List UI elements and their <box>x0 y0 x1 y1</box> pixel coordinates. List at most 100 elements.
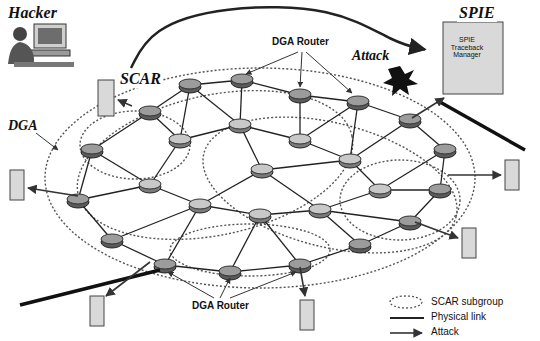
hacker-node: Hacker <box>4 2 88 72</box>
network-drawing <box>347 96 369 106</box>
network-drawing <box>45 68 475 288</box>
network-drawing <box>231 74 253 84</box>
attack-label: Attack <box>350 48 391 63</box>
network-drawing <box>219 266 241 280</box>
network-drawing <box>64 67 367 262</box>
network-drawing <box>165 205 200 265</box>
network-drawing <box>412 98 444 118</box>
network-drawing <box>339 154 361 164</box>
network-drawing <box>139 179 161 193</box>
network-drawing <box>34 24 66 48</box>
legend-text: Physical link <box>430 311 487 322</box>
network-drawing <box>139 106 161 116</box>
network-drawing <box>78 80 445 272</box>
router-label: DGA Router <box>270 36 331 47</box>
attack-path-arrow <box>131 7 425 68</box>
network-drawing <box>415 222 458 238</box>
network-drawing <box>434 144 456 154</box>
network-drawing <box>14 62 74 67</box>
network-label: DGA <box>6 118 40 133</box>
network-drawing <box>320 210 410 222</box>
network-drawing <box>168 272 214 298</box>
network-drawing <box>20 270 160 305</box>
network-drawing <box>246 52 298 74</box>
network-drawing <box>289 134 311 148</box>
network-drawing <box>350 102 358 160</box>
network-drawing <box>434 144 456 158</box>
network-drawing <box>300 300 314 330</box>
network-drawing <box>101 234 123 248</box>
network-drawing <box>101 234 123 244</box>
network-drawing <box>28 98 501 296</box>
network-drawing <box>36 133 58 150</box>
network-drawing <box>38 28 62 44</box>
network-drawing <box>399 114 421 124</box>
network-drawing <box>289 89 311 99</box>
network-drawing <box>8 42 34 64</box>
network-drawing <box>289 134 311 144</box>
network-drawing <box>440 102 525 150</box>
network-drawing <box>67 74 456 280</box>
network-drawing <box>349 239 371 249</box>
network-drawing <box>10 22 519 330</box>
network-drawing <box>139 179 161 189</box>
network-drawing <box>399 114 421 128</box>
network-drawing <box>229 119 251 129</box>
network-drawing <box>505 160 519 190</box>
network-drawing <box>369 184 391 194</box>
network-drawing <box>229 119 251 133</box>
network-drawing <box>390 296 422 308</box>
network-drawing <box>154 259 176 269</box>
node-caption: SPIE Traceback Manager <box>444 36 490 59</box>
network-drawing <box>249 209 271 219</box>
network-drawing <box>309 204 331 214</box>
network-drawing <box>462 228 476 258</box>
network-drawing <box>369 184 391 198</box>
network-drawing <box>251 164 273 178</box>
network-drawing <box>30 50 70 56</box>
router-label: DGA Router <box>190 300 251 311</box>
network-drawing <box>112 205 200 240</box>
network-drawing <box>383 66 418 96</box>
network-drawing <box>10 170 24 200</box>
network-drawing <box>169 134 191 144</box>
network-drawing <box>169 134 191 148</box>
network-drawing <box>448 174 501 176</box>
network-drawing <box>390 317 424 319</box>
network-drawing <box>300 267 305 296</box>
network-drawing <box>81 144 103 158</box>
network-drawing <box>306 52 352 93</box>
network-drawing <box>67 194 89 208</box>
scar-server: SCAR <box>96 68 166 122</box>
network-drawing <box>90 296 104 326</box>
node-title: SPIE <box>457 4 497 22</box>
network-drawing <box>81 144 103 154</box>
network-drawing <box>390 296 424 333</box>
network-drawing <box>443 22 503 94</box>
network-drawing <box>8 24 74 67</box>
network-drawing <box>339 154 361 168</box>
network-drawing <box>179 79 201 93</box>
node-title: Hacker <box>6 4 59 22</box>
network-drawing <box>219 266 241 276</box>
node-title: SCAR <box>118 70 163 88</box>
network-drawing <box>98 80 114 116</box>
network-drawing <box>45 67 475 288</box>
network-drawing <box>189 199 211 209</box>
network-drawing <box>139 106 161 120</box>
network-drawing <box>249 209 271 223</box>
network-drawing <box>28 188 78 196</box>
network-drawing <box>179 79 201 89</box>
network-drawing <box>390 332 422 334</box>
network-drawing <box>262 160 350 170</box>
spie-server: SPIE SPIE Traceback Manager <box>425 2 535 97</box>
network-drawing <box>106 262 150 296</box>
network-drawing <box>349 239 371 253</box>
network-drawing <box>230 215 260 272</box>
network-drawing <box>36 52 352 298</box>
network-drawing <box>13 27 27 41</box>
network-drawing <box>300 52 302 87</box>
